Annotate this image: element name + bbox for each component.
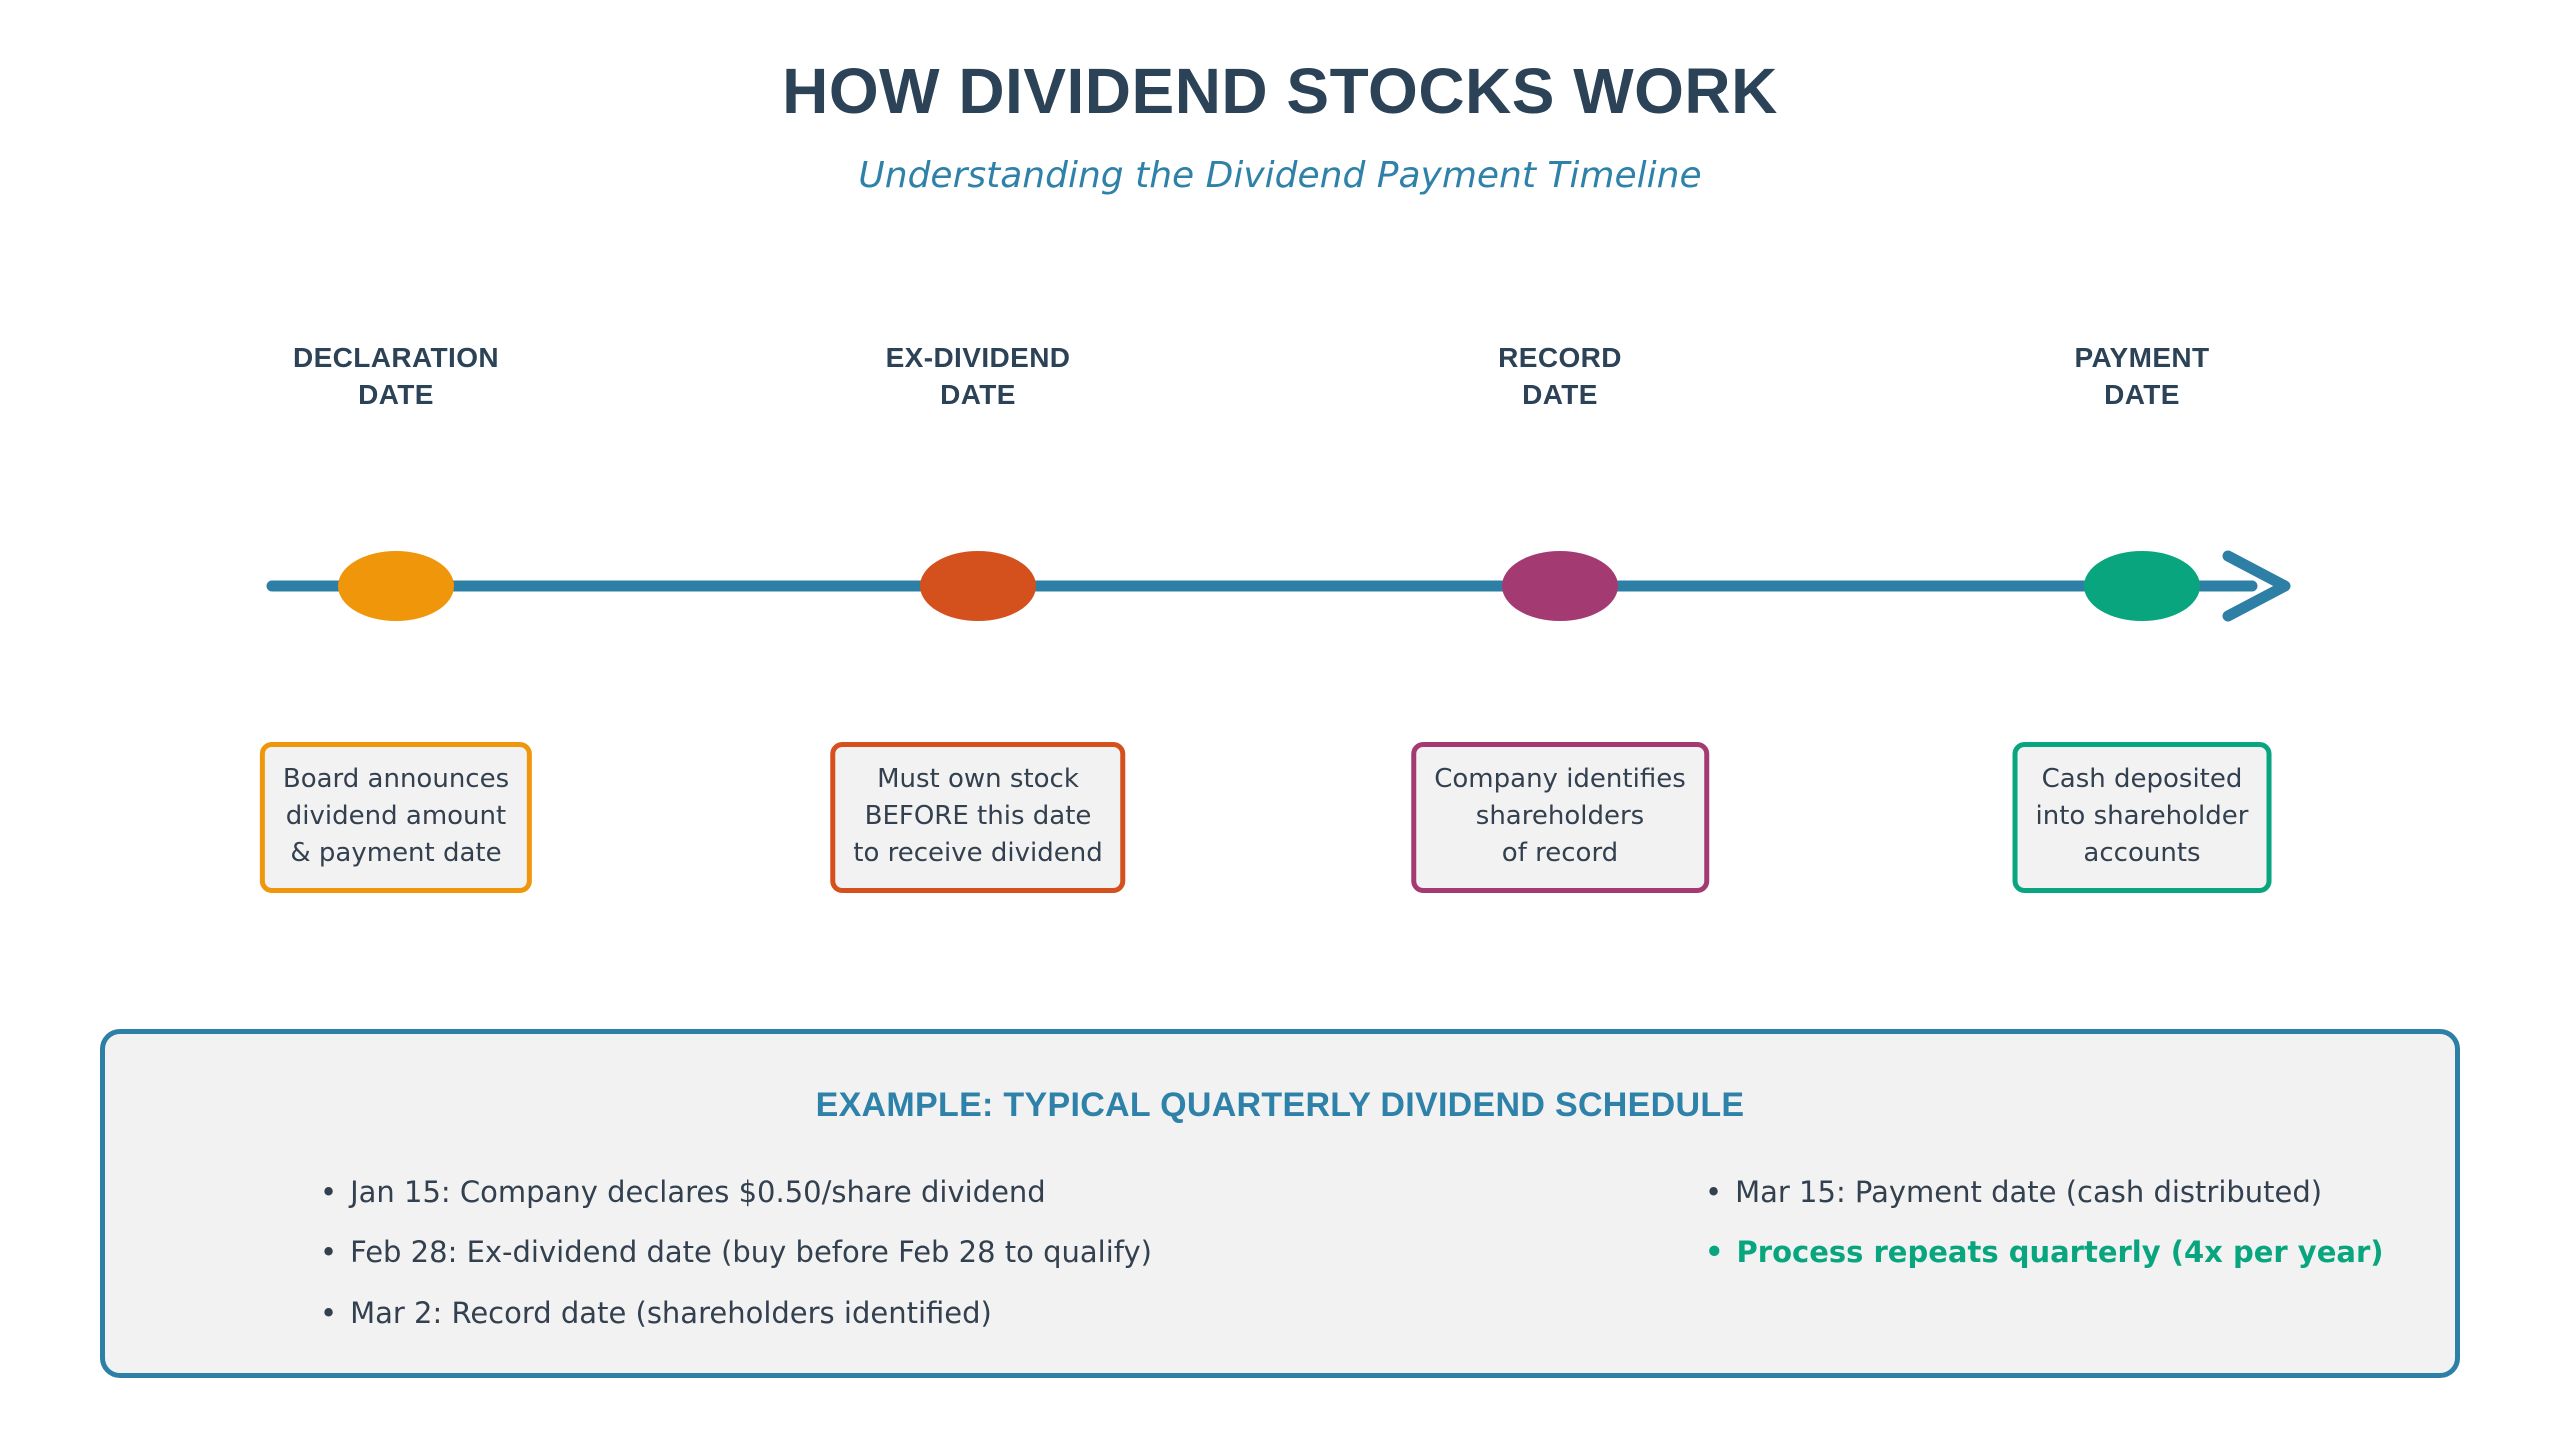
example-bullet-text: Mar 2: Record date (shareholders identif… — [350, 1295, 992, 1330]
page-title: HOW DIVIDEND STOCKS WORK — [782, 55, 1778, 127]
example-bullet-text: Jan 15: Company declares $0.50/share div… — [350, 1175, 1046, 1209]
description-box-record: Company identifies shareholders of recor… — [1411, 742, 1709, 893]
bullet-dot-icon: • — [1705, 1235, 1724, 1270]
timeline-marker-payment[interactable] — [2084, 551, 2200, 621]
page-subtitle: Understanding the Dividend Payment Timel… — [858, 155, 1702, 197]
example-schedule-panel: EXAMPLE: TYPICAL QUARTERLY DIVIDEND SCHE… — [100, 1029, 2460, 1378]
bullet-dot-icon: • — [320, 1175, 338, 1209]
example-column-left: • Jan 15: Company declares $0.50/share d… — [105, 1174, 1280, 1355]
example-bullet-columns: • Jan 15: Company declares $0.50/share d… — [105, 1174, 2455, 1355]
milestone-label-record: RECORD DATE — [1498, 342, 1622, 410]
arrow-right-icon — [2222, 550, 2291, 622]
example-bullet-item-highlight: • Process repeats quarterly (4x per year… — [1705, 1234, 2455, 1270]
description-box-ex-dividend: Must own stock BEFORE this date to recei… — [830, 742, 1126, 893]
bullet-dot-icon: • — [1705, 1175, 1723, 1209]
header: HOW DIVIDEND STOCKS WORK Understanding t… — [0, 0, 2560, 198]
dividend-timeline: DECLARATION DATE EX-DIVIDEND DATE RECORD… — [259, 342, 2291, 893]
example-bullet-item: • Feb 28: Ex-dividend date (buy before F… — [320, 1234, 1280, 1270]
example-panel-heading: EXAMPLE: TYPICAL QUARTERLY DIVIDEND SCHE… — [815, 1086, 1745, 1124]
description-box-declaration: Board announces dividend amount & paymen… — [259, 742, 533, 893]
example-bullet-item: • Mar 15: Payment date (cash distributed… — [1705, 1174, 2455, 1210]
timeline-marker-ex-dividend[interactable] — [920, 551, 1036, 621]
bullet-dot-icon: • — [320, 1295, 338, 1330]
example-bullet-item: • Mar 2: Record date (shareholders ident… — [320, 1295, 1280, 1331]
milestone-label-payment: PAYMENT DATE — [2074, 342, 2210, 410]
example-column-right: • Mar 15: Payment date (cash distributed… — [1280, 1174, 2455, 1355]
milestone-label-declaration: DECLARATION DATE — [292, 342, 500, 410]
example-bullet-text: Mar 15: Payment date (cash distributed) — [1735, 1175, 2323, 1209]
milestone-label-ex-dividend: EX-DIVIDEND DATE — [885, 342, 1071, 410]
timeline-graphic — [266, 550, 2291, 622]
example-bullet-item: • Jan 15: Company declares $0.50/share d… — [320, 1174, 1280, 1210]
description-box-payment: Cash deposited into shareholder accounts — [2012, 742, 2272, 893]
timeline-marker-record[interactable] — [1502, 551, 1618, 621]
bullet-dot-icon: • — [320, 1235, 338, 1270]
timeline-marker-declaration[interactable] — [338, 551, 454, 621]
example-bullet-text: Feb 28: Ex-dividend date (buy before Feb… — [350, 1235, 1152, 1270]
example-bullet-text: Process repeats quarterly (4x per year) — [1736, 1235, 2384, 1270]
